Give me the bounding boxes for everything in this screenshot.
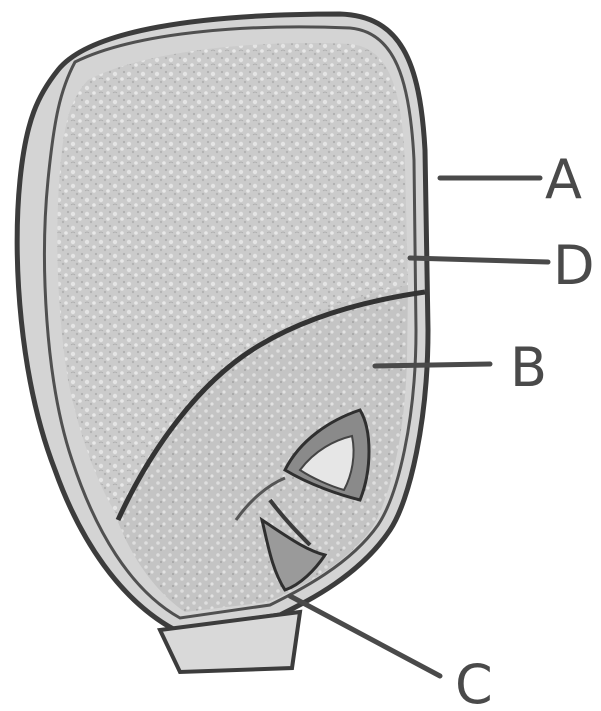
leader-line-d bbox=[410, 258, 548, 262]
leader-line-c bbox=[290, 596, 440, 676]
label-d: D bbox=[553, 234, 595, 297]
label-b: B bbox=[510, 336, 547, 399]
label-a: A bbox=[545, 148, 582, 211]
leader-line-b bbox=[375, 364, 490, 366]
label-c: C bbox=[455, 653, 493, 711]
